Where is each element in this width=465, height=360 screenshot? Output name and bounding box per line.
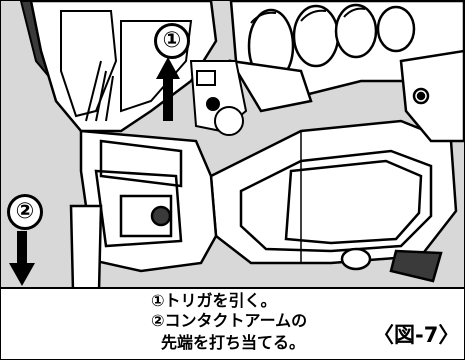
coil-nailer-illustration — [9, 1, 464, 291]
step-1-marker: ① — [154, 23, 190, 59]
callout-contact-arm: ②コンタクトアームの — [151, 311, 308, 330]
step-2-marker: ② — [7, 194, 43, 230]
callout-press-tip: 先端を打ち当てる。 — [161, 333, 306, 352]
nose-contact-arm — [69, 129, 218, 291]
arrow-down-icon — [9, 231, 35, 286]
coil-magazine — [209, 119, 458, 283]
trigger-mechanism — [189, 60, 248, 136]
arrow-up-icon — [156, 57, 180, 121]
caption-panel: ①トリガを引く。 ②コンタクトアームの 先端を打ち当てる。 〈図-7〉 — [1, 287, 464, 359]
figure-number: 〈図-7〉 — [373, 323, 460, 347]
callout-pull-trigger: ①トリガを引く。 — [151, 291, 277, 310]
handle-frame — [399, 49, 464, 143]
